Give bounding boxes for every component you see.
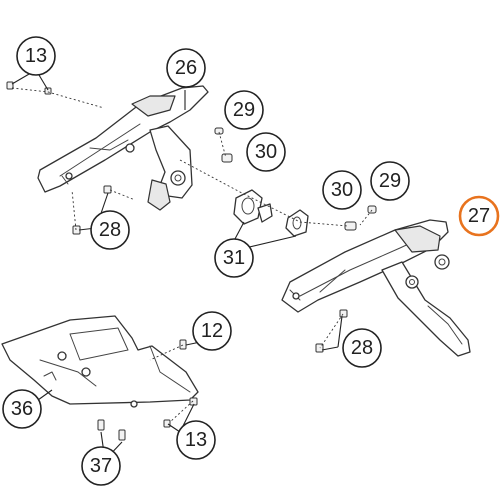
callout-37: 37 xyxy=(81,446,121,486)
part-36-guard-plate xyxy=(1,315,199,408)
part-31-bushings xyxy=(233,189,309,237)
screw-28-left-bottom xyxy=(72,225,81,235)
callout-27-highlighted: 27 xyxy=(458,195,500,237)
callout-label: 27 xyxy=(468,205,490,227)
callout-30-right: 30 xyxy=(322,170,362,210)
screw-12 xyxy=(179,339,187,350)
washer-29-right xyxy=(367,205,377,214)
callout-label: 29 xyxy=(379,170,401,192)
washer-29-left xyxy=(214,127,224,135)
screw-13-top-left xyxy=(6,81,14,90)
callout-13-top: 13 xyxy=(16,36,56,76)
callout-13-bottom: 13 xyxy=(176,420,216,460)
callout-label: 28 xyxy=(351,337,373,359)
callout-36: 36 xyxy=(2,389,42,429)
callout-28-right: 28 xyxy=(342,328,382,368)
callout-31: 31 xyxy=(214,238,254,278)
hardware-screws-springs xyxy=(6,81,377,441)
callout-12: 12 xyxy=(192,311,232,351)
assembly-axis-lines xyxy=(11,87,373,423)
callout-label: 13 xyxy=(185,429,207,451)
screw-37-a xyxy=(97,419,105,431)
spring-30-left xyxy=(221,153,233,163)
screw-28-right-top xyxy=(339,309,348,318)
screw-37-b xyxy=(118,429,126,441)
part-26-footrest-bracket-left xyxy=(37,85,209,211)
screw-28-right-bottom xyxy=(315,343,324,353)
screw-28-left-top xyxy=(103,185,112,194)
callout-29-left: 29 xyxy=(224,90,264,130)
callout-28-left: 28 xyxy=(90,210,130,250)
screw-13-top-right xyxy=(44,87,52,95)
callout-29-right: 29 xyxy=(370,161,410,201)
part-27-footrest-bracket-right xyxy=(281,219,471,357)
callout-label: 13 xyxy=(25,45,47,67)
callout-leaders xyxy=(11,69,343,461)
callout-label: 26 xyxy=(175,57,197,79)
screw-13-bottom-2 xyxy=(163,419,171,428)
callout-26: 26 xyxy=(166,48,206,88)
callout-label: 12 xyxy=(201,320,223,342)
callout-label: 29 xyxy=(233,99,255,121)
callout-label: 37 xyxy=(90,455,112,477)
callout-label: 30 xyxy=(331,179,353,201)
callout-label: 36 xyxy=(11,398,33,420)
callout-label: 31 xyxy=(223,247,245,269)
callout-label: 28 xyxy=(99,219,121,241)
callout-30-left: 30 xyxy=(246,132,286,172)
callout-label: 30 xyxy=(255,141,277,163)
